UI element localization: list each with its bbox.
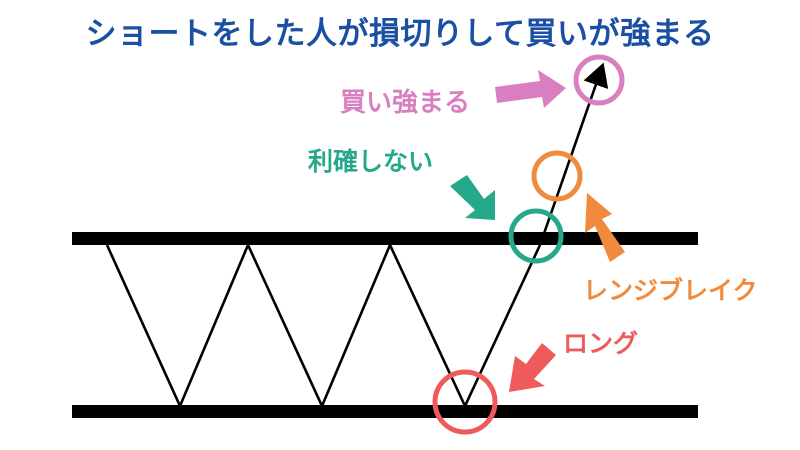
- range-break-pointer-arrow: [585, 193, 625, 262]
- no-profit-taking-circle: [508, 208, 564, 264]
- range-break-label: レンジブレイク: [583, 276, 758, 305]
- range-break-circle: [531, 150, 583, 202]
- no-profit-taking-pointer-arrow: [450, 175, 495, 220]
- range-lower-line: [72, 405, 698, 418]
- buy-strengthen-label: 買い強まる: [340, 88, 470, 118]
- no-profit-taking-label: 利確しない: [308, 147, 433, 176]
- long-entry-circle: [432, 369, 498, 435]
- buy-strengthen-circle: [573, 54, 625, 106]
- buy-strengthen-pointer-arrow: [495, 70, 566, 108]
- long-pointer-arrow: [509, 343, 556, 392]
- price-zigzag-line: [105, 241, 542, 410]
- diagram-title: ショートをした人が損切りして買いが強まる: [85, 16, 715, 52]
- long-label: ロング: [563, 329, 638, 358]
